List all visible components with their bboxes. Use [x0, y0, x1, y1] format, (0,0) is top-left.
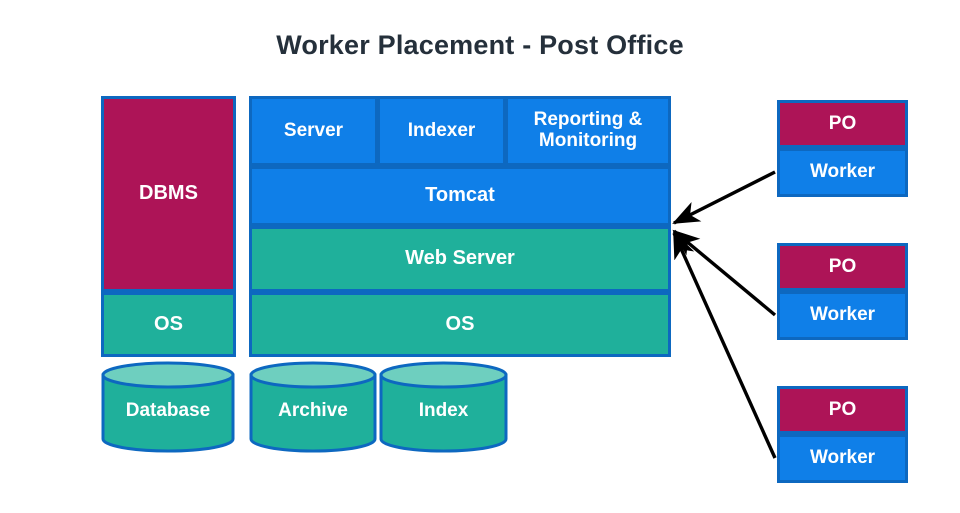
connector-line-1: [672, 170, 776, 225]
worker-box-3: Worker: [777, 434, 908, 483]
cylinder-shape: [379, 361, 508, 453]
server-tier-box: Server: [249, 96, 378, 166]
cylinder-shape: [249, 361, 377, 453]
post-office-box-2: PO: [777, 243, 908, 291]
app-server-os-box: OS: [249, 292, 671, 357]
post-office-box-3: PO: [777, 386, 908, 434]
worker-box-2: Worker: [777, 291, 908, 340]
database-cylinder: Database: [100, 361, 236, 453]
web-server-box: Web Server: [249, 226, 671, 292]
index-cylinder: Index: [378, 361, 509, 453]
indexer-tier-box: Indexer: [377, 96, 506, 166]
reporting-monitoring-tier-box: Reporting & Monitoring: [505, 96, 671, 166]
worker-box-1: Worker: [777, 148, 908, 197]
connector-line-2: [672, 229, 777, 317]
connector-line-3: [672, 231, 777, 459]
tomcat-box: Tomcat: [249, 166, 671, 226]
cylinder-shape: [101, 361, 235, 453]
archive-cylinder: Archive: [248, 361, 378, 453]
page-title: Worker Placement - Post Office: [276, 30, 684, 60]
dbms-os-box: OS: [101, 292, 236, 357]
dbms-box: DBMS: [101, 96, 236, 292]
post-office-box-1: PO: [777, 100, 908, 148]
